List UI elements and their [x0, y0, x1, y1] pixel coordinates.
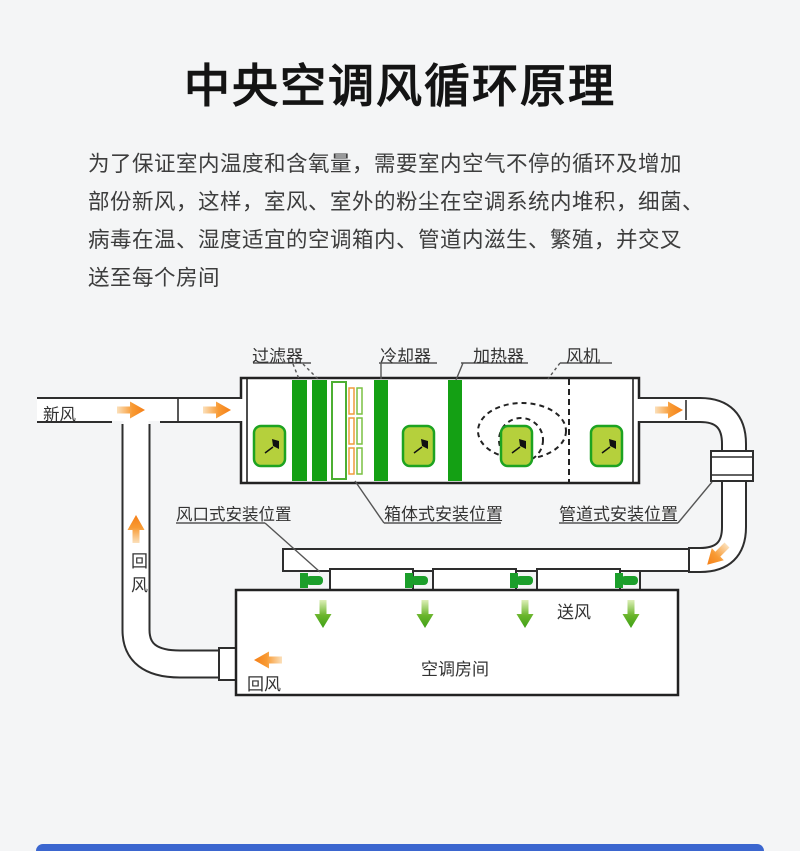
ahu-box [239, 376, 641, 485]
label-install-duct: 管道式安装位置 [559, 505, 678, 524]
duct-mounted-unit [710, 450, 754, 482]
intro-line-4: 送至每个房间 [88, 266, 221, 290]
filter-slat-column [348, 387, 363, 475]
label-fan: 风机 [566, 347, 600, 366]
purifier-device-1 [252, 424, 287, 468]
supply-plenum [282, 548, 699, 591]
return-air-duct [121, 410, 238, 681]
purifier-device-2 [401, 424, 436, 468]
purifier-device-3 [499, 424, 534, 468]
intro-line-2: 部份新风，这样，室风、室外的粉尘在空调系统内堆积，细菌、 [88, 190, 705, 214]
purifier-device-4 [589, 424, 624, 468]
label-leaders [176, 362, 713, 573]
label-supply-air: 送风 [557, 603, 591, 622]
intro-line-1: 为了保证室内温度和含氧量，需要室内空气不停的循环及增加 [88, 152, 683, 176]
label-install-cabinet: 箱体式安装位置 [384, 505, 503, 524]
intro-line-3: 病毒在温、湿度适宜的空调箱内、管道内滋生、繁殖，并交叉 [88, 228, 683, 252]
label-filter: 过滤器 [252, 347, 303, 366]
diffuser-2 [405, 573, 428, 588]
bottom-accent-bar [36, 844, 764, 851]
filter-bars [292, 380, 347, 481]
heater-bar [448, 380, 462, 481]
label-return-air-room: 回风 [247, 675, 281, 694]
page-title: 中央空调风循环原理 [184, 60, 616, 112]
label-return-air-duct: 回风 [128, 552, 147, 600]
label-heater: 加热器 [473, 347, 524, 366]
label-cooler: 冷却器 [380, 347, 431, 366]
room-box [234, 588, 680, 697]
diffuser-4 [615, 573, 638, 588]
outlet-duct [637, 397, 754, 573]
label-fresh-air: 新风 [43, 406, 76, 424]
purifier-devices [252, 424, 624, 468]
diffuser-1 [300, 573, 323, 588]
supply-diffusers [300, 573, 638, 588]
cooler-bar [374, 380, 388, 481]
duct-connector [218, 647, 238, 681]
label-install-vent: 风口式安装位置 [176, 506, 292, 524]
diffuser-3 [510, 573, 533, 588]
label-room: 空调房间 [421, 660, 489, 679]
